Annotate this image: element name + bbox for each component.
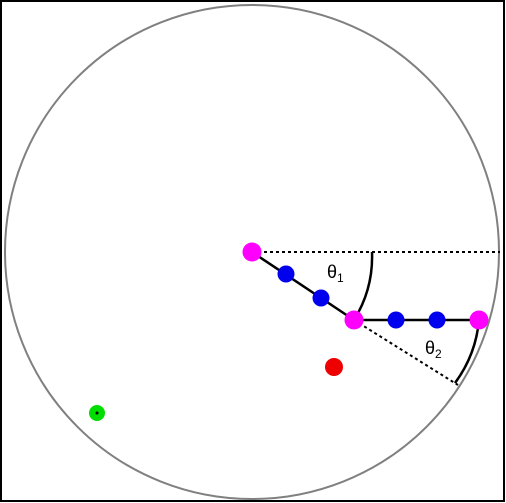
reference-line-extension: [353, 319, 459, 386]
end-effector: [469, 310, 489, 330]
target-point: [325, 358, 343, 376]
link-1-mass-b: [312, 289, 330, 307]
theta1-label: θ1: [327, 262, 344, 285]
theta2-label: θ2: [425, 338, 442, 361]
link-2-mass-a: [387, 311, 405, 329]
shoulder-joint: [242, 242, 262, 262]
elbow-joint: [344, 310, 364, 330]
start-point-center: [95, 411, 99, 415]
arm-link-1: [251, 250, 355, 322]
link-2-mass-b: [428, 311, 446, 329]
link-1-mass-a: [277, 265, 295, 283]
